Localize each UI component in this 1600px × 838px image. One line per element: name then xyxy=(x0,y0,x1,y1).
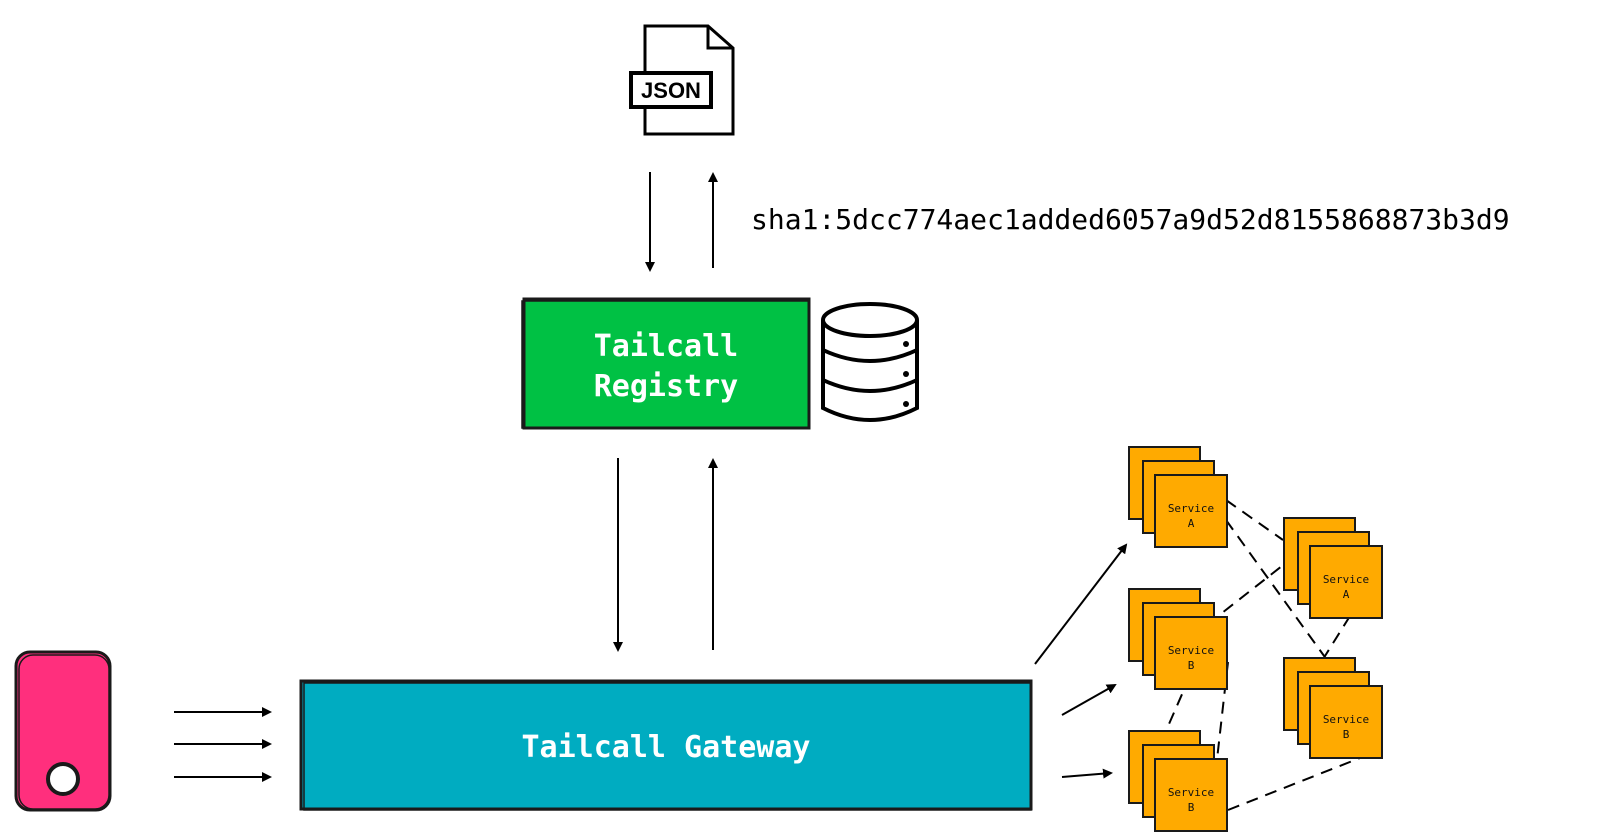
service-b-left-bottom-line1: Service xyxy=(1168,786,1214,799)
service-a-right-line1: Service xyxy=(1323,573,1369,586)
dashed-link-a-to-a xyxy=(1225,499,1284,541)
client-home-button-icon xyxy=(46,762,80,796)
database-icon xyxy=(821,302,919,422)
dashed-link-b-bottom-to-b-right xyxy=(1227,757,1361,811)
json-file-icon: JSON xyxy=(629,24,735,136)
arrow-gateway-to-service-b xyxy=(1061,684,1117,716)
registry-title-line1: Tailcall xyxy=(594,329,739,364)
arrow-gateway-to-service-a xyxy=(1034,543,1128,665)
gateway-title: Tailcall Gateway xyxy=(522,730,811,765)
service-b-left-mid-line1: Service xyxy=(1168,644,1214,657)
service-b-right-line2: B xyxy=(1343,728,1350,741)
service-b-left-bottom-line2: B xyxy=(1188,801,1195,814)
registry-box: Tailcall Registry xyxy=(521,297,811,430)
gateway-box: Tailcall Gateway xyxy=(299,679,1033,811)
sha1-hash-text: sha1:5dcc774aec1added6057a9d52d815586887… xyxy=(751,203,1510,236)
service-stack-b-left-mid: Service B xyxy=(1128,588,1228,690)
arrow-gateway-to-service-b2 xyxy=(1061,768,1113,779)
service-a-left-line2: A xyxy=(1188,517,1195,530)
dashed-link-a-right-to-b-right xyxy=(1324,615,1351,657)
service-stack-b-left-bottom: Service B xyxy=(1128,730,1228,832)
service-a-right-line2: A xyxy=(1343,588,1350,601)
dashed-link-a-to-b xyxy=(1225,519,1341,679)
service-stack-a-left: Service A xyxy=(1128,446,1228,548)
service-stack-b-right: Service B xyxy=(1283,657,1383,759)
service-a-left-line1: Service xyxy=(1168,502,1214,515)
json-file-label: JSON xyxy=(641,78,701,103)
client-device xyxy=(14,650,112,812)
registry-title-line2: Registry xyxy=(594,369,739,404)
service-b-right-line1: Service xyxy=(1323,713,1369,726)
service-stack-a-right: Service A xyxy=(1283,517,1383,619)
service-b-left-mid-line2: B xyxy=(1188,659,1195,672)
